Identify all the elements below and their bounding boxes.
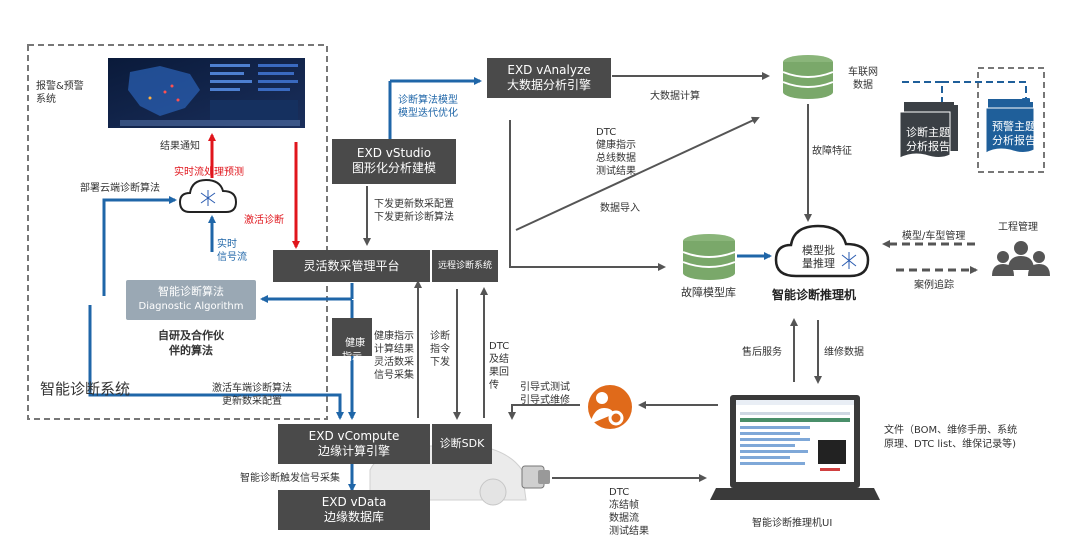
result-notify-label: 结果通知 <box>160 141 200 152</box>
platform-title: 灵活数采管理平台 <box>303 259 400 273</box>
engineering-mgmt-label: 工程管理 <box>998 222 1038 233</box>
fault-feature-label: 故障特征 <box>812 146 852 157</box>
vdata-box: EXD vData 边缘数据库 <box>278 490 430 530</box>
vstudio-title: EXD vStudio <box>356 146 432 160</box>
arrow-data-import <box>515 116 760 231</box>
realtime-signal-label: 实时 信号流 <box>217 239 247 263</box>
data-import-label: 数据导入 <box>600 203 640 214</box>
cloud-infer-label: 模型批 量推理 <box>802 244 835 270</box>
vstudio-subtitle: 图形化分析建模 <box>351 161 436 175</box>
alarm-dashboard-image <box>108 58 305 128</box>
repair-data-label: 维修数据 <box>824 347 864 358</box>
dtc-return-label: DTC 及结 果回 传 <box>489 341 510 391</box>
inference-engine-label: 智能诊断推理机 <box>772 288 857 302</box>
remote-diag-box: 远程诊断系统 <box>432 250 498 282</box>
documents-label: 文件（BOM、维修手册、系统 原理、DTC list、维保记录等) <box>884 425 1018 450</box>
dtc-health-label: DTC 健康指示 总线数据 测试结果 <box>596 127 636 177</box>
diag-algorithm-box: 智能诊断算法 Diagnostic Algorithm <box>126 280 256 320</box>
vanalyze-title: EXD vAnalyze <box>507 63 591 77</box>
activate-vehicle-label: 激活车端诊断算法 更新数采配置 <box>212 383 292 407</box>
health-indicator-box: 健康 指示 <box>332 318 372 363</box>
people-icon <box>992 241 1050 276</box>
vcompute-title: EXD vCompute <box>308 429 400 443</box>
fault-model-lib-label: 故障模型库 <box>681 286 736 299</box>
alarm-system-label: 报警&预警 系统 <box>36 81 84 105</box>
reports-frame <box>977 67 1045 173</box>
self-dev-algo-label: 自研及合作伙 伴的算法 <box>158 329 224 357</box>
realtime-predict-label: 实时流处理预测 <box>174 167 244 178</box>
warning-report-label: 预警主题 分析报告 <box>992 120 1036 147</box>
vanalyze-subtitle: 大数据分析引擎 <box>506 78 591 92</box>
case-trace-label: 案例追踪 <box>914 280 954 291</box>
diag-algorithm-title: 智能诊断算法 <box>158 285 224 298</box>
activate-diag-label: 激活诊断 <box>244 215 284 226</box>
vcompute-box: EXD vCompute 边缘计算引擎 <box>278 424 430 464</box>
obd-connector-icon <box>521 465 550 489</box>
guided-test-label: 引导式测试 引导式维修 <box>520 382 570 406</box>
vdata-subtitle: 边缘数据库 <box>323 510 384 524</box>
diag-algorithm-subtitle: Diagnostic Algorithm <box>138 301 244 312</box>
vcompute-subtitle: 边缘计算引擎 <box>317 444 390 458</box>
model-mgmt-label: 模型/车型管理 <box>902 231 966 242</box>
health-signal-label: 健康指示 计算结果 灵活数采 信号采集 <box>374 331 414 381</box>
cloud-icon <box>178 178 238 213</box>
diag-sdk-title: 诊断SDK <box>439 437 485 450</box>
inference-ui-label: 智能诊断推理机UI <box>752 518 833 529</box>
diag-system-title: 智能诊断系统 <box>40 380 131 398</box>
vstudio-box: EXD vStudio 图形化分析建模 <box>332 139 456 184</box>
arrow-carnet-reports-blue <box>942 81 1030 106</box>
inference-cloud-icon <box>774 224 870 278</box>
vanalyze-box: EXD vAnalyze 大数据分析引擎 <box>487 58 611 98</box>
diag-sdk-box: 诊断SDK <box>432 424 492 464</box>
trigger-collect-label: 智能诊断触发信号采集 <box>240 473 340 484</box>
vdata-title: EXD vData <box>321 495 387 509</box>
bigdata-compute-label: 大数据计算 <box>650 91 700 102</box>
remote-diag-title: 远程诊断系统 <box>437 261 492 271</box>
diag-system-frame <box>27 44 328 420</box>
health-indicator-label: 健康 指示 <box>342 338 366 363</box>
arrow-guided-to-sdk <box>508 404 580 420</box>
deploy-cloud-label: 部署云端诊断算法 <box>80 183 160 194</box>
dtc-freeze-label: DTC 冻结帧 数据流 测试结果 <box>609 487 649 537</box>
diag-report-label: 诊断主题 分析报告 <box>906 126 950 153</box>
vstudio-note-label: 诊断算法模型 模型迭代优化 <box>398 95 458 119</box>
push-config-label: 下发更新数采配置 下发更新诊断算法 <box>374 199 454 223</box>
technician-gear-icon <box>588 385 632 429</box>
warning-report-doc-icon <box>985 99 1035 154</box>
laptop-ui-image <box>710 395 880 500</box>
blue-arrow-deploy-cloud <box>102 196 177 296</box>
diag-cmd-label: 诊断 指令 下发 <box>430 331 450 368</box>
blue-arrow-activate-vehicle <box>88 305 344 420</box>
after-sales-label: 售后服务 <box>742 347 782 358</box>
car-network-label: 车联网 数据 <box>848 67 878 91</box>
arrow-platform-to-faultlib <box>509 120 666 271</box>
fault-model-database-icon <box>682 234 736 280</box>
platform-box: 灵活数采管理平台 <box>273 250 430 282</box>
bigdata-database-icon <box>782 55 834 99</box>
diag-report-doc-icon <box>899 102 958 159</box>
